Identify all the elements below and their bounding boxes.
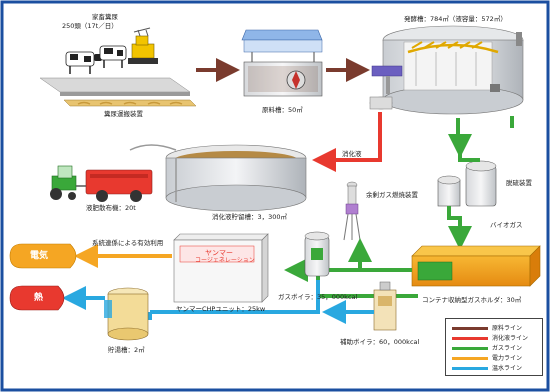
desulfurizer-label: 脱硫装置 — [506, 179, 532, 187]
digestate-line-arrow — [312, 112, 382, 172]
legend-item: 消化液ライン — [452, 333, 540, 342]
legend-label: 消化液ライン — [492, 335, 529, 342]
chp-brand-label: ヤンマー — [205, 249, 233, 257]
cow-icon — [65, 51, 102, 74]
gas-holder — [411, 245, 541, 287]
legend-swatch — [452, 337, 488, 340]
line-legend: 原料ライン 消化液ライン ガスライン 電力ライン 温水ライン — [445, 318, 543, 376]
legend-label: 原料ライン — [492, 325, 523, 332]
flare-label: 余剰ガス燃焼装置 — [366, 191, 418, 199]
biogas-label: バイオガス — [490, 221, 523, 229]
gas-boiler — [304, 231, 330, 277]
legend-item: ガスライン — [452, 343, 540, 352]
fermentation-tank-label: 発酵槽：784㎥（液容量：572㎥） — [404, 15, 507, 23]
livestock-count-label: 250頭（17t／日） — [62, 22, 118, 30]
heat-label: 熱 — [34, 293, 44, 303]
raw-material-tank — [241, 29, 323, 97]
digestate-tank-label: 消化液貯留槽：3，300㎥ — [212, 213, 288, 221]
manure-transport-label: 糞尿運搬装置 — [104, 110, 143, 118]
legend-swatch — [452, 357, 488, 360]
legend-swatch — [452, 367, 488, 370]
legend-item: 電力ライン — [452, 353, 540, 362]
legend-swatch — [452, 327, 488, 330]
valve-icon — [516, 32, 522, 46]
legend-item: 温水ライン — [452, 363, 540, 372]
auxiliary-boiler — [373, 281, 397, 331]
aux-boiler-label: 補助ボイラ：60，000kcal — [340, 338, 420, 346]
cow-icon — [99, 45, 127, 68]
gas-line — [458, 150, 480, 162]
digestate-flow-label: 消化液 — [342, 150, 362, 158]
hot-water-tank-label: 貯湯槽：2㎥ — [108, 346, 145, 354]
manure-scraper-icon — [128, 27, 158, 64]
legend-swatch — [452, 347, 488, 350]
spreader-label: 液肥散布機：20t — [86, 204, 136, 212]
legend-label: 温水ライン — [492, 365, 523, 372]
gas-holder-label: コンテナ収納型ガスホルダ：30㎥ — [422, 296, 522, 304]
chp-cogeneration-label: コージェネレーション — [195, 257, 255, 264]
livestock-barn — [39, 27, 197, 107]
heat-output — [9, 285, 65, 311]
gas-line-arrow — [447, 206, 472, 250]
flare-burner — [343, 181, 361, 241]
grid-use-label: 系統連係による有効利用 — [92, 239, 164, 247]
chp-unit-label: ヤンマーCHPユニット：25kw — [176, 305, 266, 313]
electricity-output — [9, 243, 77, 269]
hot-water-tank — [104, 287, 149, 341]
gas-line-arrow — [448, 118, 472, 158]
hotwater-line — [258, 280, 320, 314]
livestock-label: 家畜糞尿 — [92, 13, 118, 21]
electricity-label: 電気 — [30, 251, 49, 261]
digestate-storage-tank — [129, 144, 307, 212]
raw-material-tank-label: 原料槽：50㎥ — [262, 106, 303, 114]
liquid-fertilizer-spreader — [50, 165, 153, 202]
legend-item: 原料ライン — [452, 323, 540, 332]
legend-label: ガスライン — [492, 345, 523, 352]
chp-unit — [173, 233, 269, 303]
gas-boiler-label: ガスボイラ：35，000kcal — [278, 293, 358, 301]
legend-label: 電力ライン — [492, 355, 523, 362]
fermentation-tank — [369, 25, 524, 115]
desulfurizer — [437, 160, 497, 207]
